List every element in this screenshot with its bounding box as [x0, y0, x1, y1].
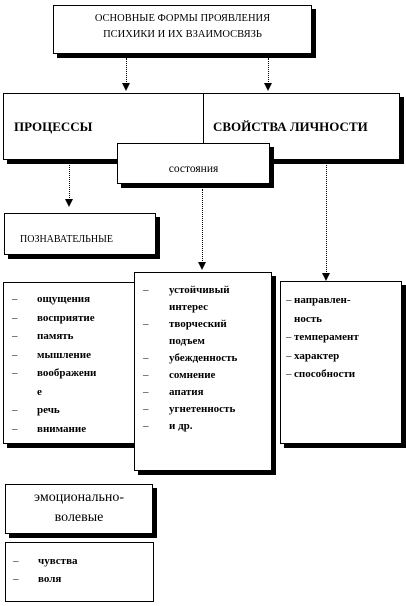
states-box: состояния [117, 143, 270, 184]
arrow-processes-to-cognitive [69, 162, 70, 200]
cognitive-box: ПОЗНАВАТЕЛЬНЫЕ [4, 213, 156, 255]
cognitive-label: ПОЗНАВАТЕЛЬНЫЕ [20, 234, 113, 245]
arrowhead-personality-list [322, 273, 330, 281]
processes-label: ПРОЦЕССЫ [14, 119, 93, 134]
emotional-label-line-1: эмоционально- [33, 490, 125, 505]
emotional-box: эмоционально- волевые [5, 484, 153, 534]
title-line-2: ПСИХИКИ И ИХ ВЗАИМОСВЯЗЬ [103, 29, 262, 40]
arrowhead-cognitive [65, 199, 73, 207]
personality-list-box: –направлен- ность –темперамент –характер… [280, 281, 402, 444]
arrowhead-states-list [198, 262, 206, 270]
title-box: ОСНОВНЫЕ ФОРМЫ ПРОЯВЛЕНИЯ ПСИХИКИ И ИХ В… [53, 5, 312, 54]
arrowhead-personality [264, 83, 272, 91]
emotional-list-box: –чувства –воля [5, 542, 154, 602]
title-line-1: ОСНОВНЫЕ ФОРМЫ ПРОЯВЛЕНИЯ [94, 13, 271, 24]
cognitive-list-box: –ощущения –восприятие –память –мышление … [3, 282, 139, 444]
arrow-states-to-list [202, 189, 203, 263]
arrow-title-to-personality [268, 58, 269, 84]
processes-divider [203, 94, 204, 159]
arrow-title-to-processes [126, 58, 127, 84]
personality-label: СВОЙСТВА ЛИЧНОСТИ [213, 119, 368, 134]
states-label: состояния [168, 163, 219, 175]
arrowhead-processes [122, 83, 130, 91]
emotional-label-line-2: волевые [54, 510, 104, 525]
states-list-box: –устойчивый интерес –творческий подъем –… [134, 272, 272, 471]
arrow-personality-to-list [326, 162, 327, 274]
